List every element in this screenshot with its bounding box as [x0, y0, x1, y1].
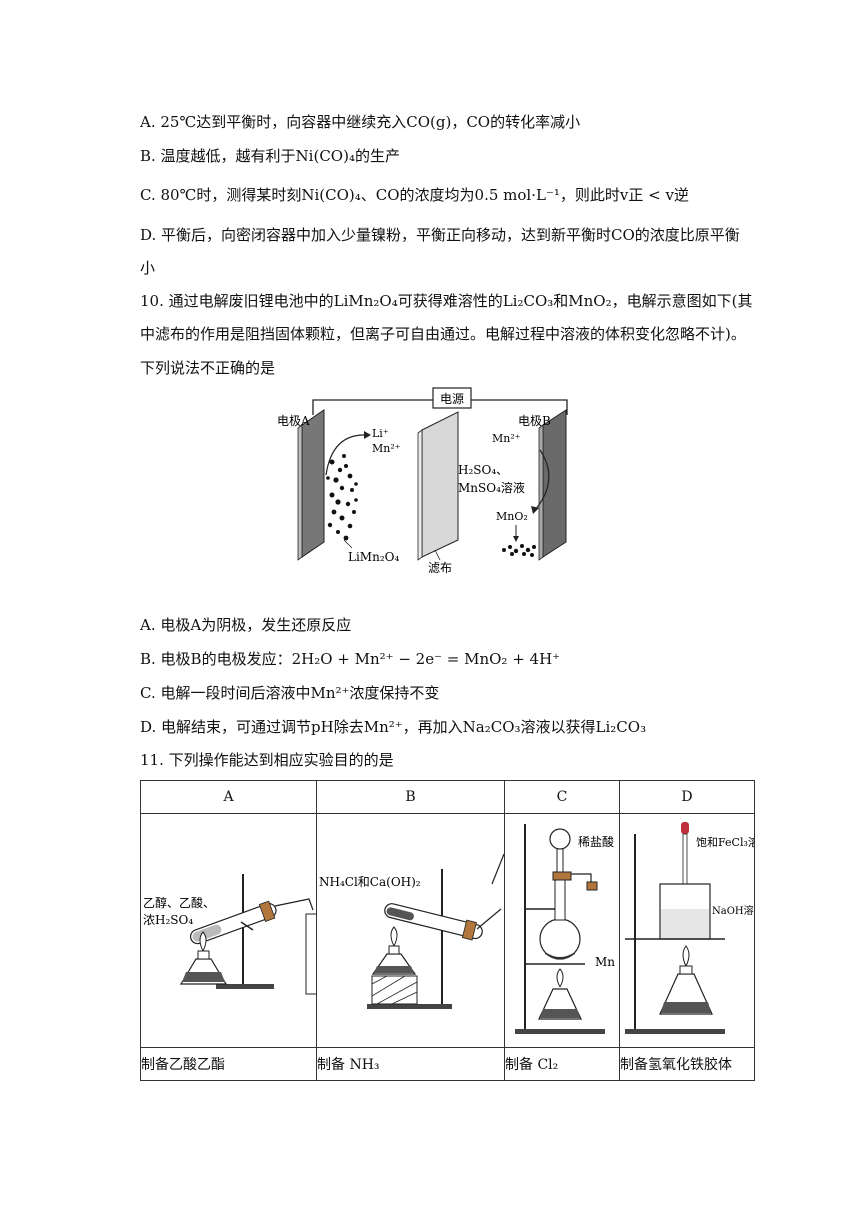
apparatus-a-cell: 乙醇、乙酸、 浓H₂SO₄ — [140, 813, 317, 1048]
q10-stem-line3: 下列说法不正确的是 — [140, 359, 276, 377]
li-ion-label: Li⁺ — [372, 427, 389, 440]
q9-option-b: B. 温度越低，越有利于Ni(CO)₄的生产 — [140, 147, 400, 165]
reagent-a-label-1: 乙醇、乙酸、 — [143, 895, 215, 910]
caption-a: 制备乙酸乙酯 — [140, 1047, 317, 1081]
apparatus-d: 饱和FeCl₃溶 NaOH溶 — [625, 822, 754, 1034]
q10-option-b: B. 电极B的电极发应：2H₂O + Mn²⁺ − 2e⁻ = MnO₂ + 4… — [140, 650, 561, 668]
solution-label-2: MnSO₄溶液 — [458, 480, 525, 495]
header-b: B — [316, 780, 505, 814]
electrode-b-label: 电极B — [518, 414, 551, 428]
electrolysis-diagram: 电源 电极A 滤布 电极B Li⁺ Mn²⁺ LiMn₂O₄ Mn²⁺ H₂SO… — [277, 387, 568, 575]
acid-c-label: 稀盐酸 — [578, 834, 614, 849]
q9-option-d-cont: 小 — [140, 259, 156, 277]
apparatus-c-cell: 稀盐酸 Mn — [504, 813, 620, 1048]
q11-table: A B C D 乙醇、乙酸、 浓H₂SO₄ — [140, 780, 755, 1081]
mn-ion-right-label: Mn²⁺ — [492, 432, 521, 445]
header-c: C — [504, 780, 620, 814]
apparatus-c: 稀盐酸 Mn — [515, 824, 615, 1034]
q10-option-d: D. 电解结束，可通过调节pH除去Mn²⁺，再加入Na₂CO₃溶液以获得Li₂C… — [140, 718, 647, 736]
mno2-label: MnO₂ — [496, 510, 528, 523]
apparatus-d-cell: 饱和FeCl₃溶 NaOH溶 — [619, 813, 755, 1048]
q10-stem-line2: 中滤布的作用是阻挡固体颗粒，但离子可自由通过。电解过程中溶液的体积变化忽略不计)… — [140, 325, 746, 343]
caption-d: 制备氢氧化铁胶体 — [619, 1047, 755, 1081]
naoh-d-label: NaOH溶 — [712, 904, 754, 917]
q9-option-a: A. 25℃达到平衡时，向容器中继续充入CO(g)，CO的转化率减小 — [140, 113, 581, 131]
power-label: 电源 — [440, 392, 464, 406]
header-d: D — [619, 780, 755, 814]
q10-option-c: C. 电解一段时间后溶液中Mn²⁺浓度保持不变 — [140, 684, 440, 702]
solution-label-1: H₂SO₄、 — [458, 463, 508, 477]
limn2o4-particles — [326, 454, 358, 541]
q10-stem-line1: 10. 通过电解废旧锂电池中的LiMn₂O₄可获得难溶性的Li₂CO₃和MnO₂… — [140, 292, 753, 310]
electrode-a-label: 电极A — [277, 414, 310, 428]
limn2o4-label: LiMn₂O₄ — [348, 550, 399, 564]
caption-c: 制备 Cl₂ — [504, 1047, 620, 1081]
q11-stem: 11. 下列操作能达到相应实验目的的是 — [140, 751, 394, 769]
reagent-a-label-2: 浓H₂SO₄ — [143, 913, 193, 927]
apparatus-b-cell: NH₄Cl和Ca(OH)₂ — [316, 813, 505, 1048]
reagent-b-label: NH₄Cl和Ca(OH)₂ — [319, 875, 421, 889]
filter-label: 滤布 — [428, 561, 452, 575]
q10-option-a: A. 电极A为阴极，发生还原反应 — [140, 616, 352, 634]
q9-option-d: D. 平衡后，向密闭容器中加入少量镍粉，平衡正向移动，达到新平衡时CO的浓度比原… — [140, 226, 740, 244]
apparatus-a: 乙醇、乙酸、 浓H₂SO₄ — [143, 874, 316, 995]
apparatus-b: NH₄Cl和Ca(OH)₂ — [319, 853, 504, 1009]
fecl3-d-label: 饱和FeCl₃溶 — [696, 835, 754, 849]
mn-ion-left-label: Mn²⁺ — [372, 442, 401, 455]
q9-option-c: C. 80℃时，测得某时刻Ni(CO)₄、CO的浓度均为0.5 mol·L⁻¹，… — [140, 186, 689, 204]
mno2-particles — [502, 544, 536, 557]
caption-b: 制备 NH₃ — [316, 1047, 505, 1081]
solid-c-label: Mn — [595, 955, 615, 969]
header-a: A — [140, 780, 317, 814]
